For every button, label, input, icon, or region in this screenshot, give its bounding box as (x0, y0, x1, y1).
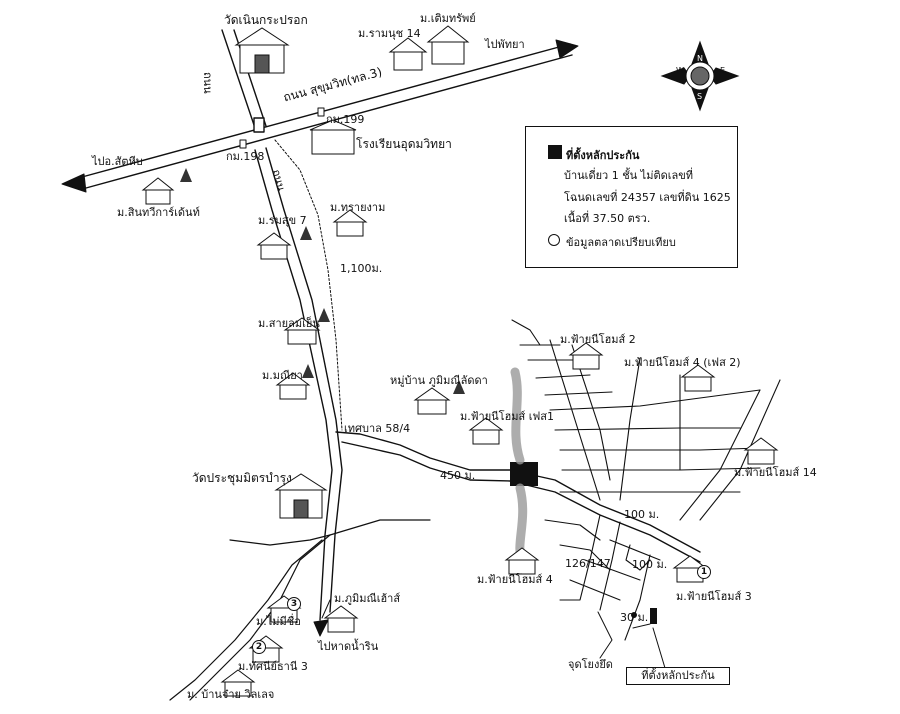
house-icon-maneeya (275, 372, 311, 400)
label-tessaban: เทศบาล 58/4 (344, 422, 411, 435)
house-icon-fai-4 (504, 547, 540, 575)
temple-icon-prachum (274, 473, 328, 519)
label-fai-2: ม.ฟ้ายนีโฮมส์ 2 (560, 333, 636, 346)
label-dist-100a: 100 ม. (624, 508, 660, 521)
label-km199: กม.199 (326, 113, 365, 126)
property-marker (650, 608, 657, 624)
house-icon-fai-14 (743, 437, 779, 465)
legend-line2: โฉนดเลขที่ 24357 เลขที่ดิน 1625 (564, 191, 731, 204)
label-rom-suk: ม.ร่มสุข 7 (258, 214, 307, 227)
house-icon-phum-house (323, 605, 359, 633)
arrow-beach (313, 619, 329, 637)
compass-n: N (697, 54, 703, 63)
label-phum-village: หมู่บ้าน ภูมิมณีลัดดา (390, 374, 488, 387)
label-road-left: ถนน (201, 72, 214, 94)
arrow-sattahip (61, 173, 87, 193)
label-dist-450: 450 ม. (440, 469, 476, 482)
legend: ที่ตั้งหลักประกัน บ้านเดี่ยว 1 ชั้น ไม่ต… (525, 126, 738, 268)
school-icon (309, 119, 357, 155)
compass-s: S (697, 92, 703, 101)
house-icon-fai-2 (568, 342, 604, 370)
label-chud-yong: จุดโยงยึด (568, 658, 613, 671)
house-icon-sai-ngam (332, 209, 368, 237)
legend-line1: บ้านเดี่ยว 1 ชั้น ไม่ติดเลขที่ (564, 169, 694, 182)
label-km198: กม.198 (226, 150, 265, 163)
label-ramnut: ม.รามนุช 14 (358, 27, 421, 40)
house-icon-fai-phase (468, 417, 504, 445)
tessaban-road (335, 431, 701, 563)
label-sai-lom: ม.สายลมเย็น (258, 317, 320, 330)
legend-swatch (548, 145, 562, 159)
label-to-sattahip: ไปอ.สัตหีบ (92, 155, 143, 168)
label-fai-14: ม.ฟ้ายนีโฮมส์ 14 (734, 466, 817, 479)
label-code-126: 126/147 (565, 557, 611, 570)
label-wat-noen: วัดเนินกระปรอก (224, 13, 308, 27)
house-icon-fai-4-2 (680, 364, 716, 392)
legend-line3: เนื้อที่ 37.50 ตรว. (564, 212, 651, 225)
label-wat-prachum: วัดประชุมมิตรบำรุง (192, 471, 292, 485)
marker-2: 2 (252, 640, 266, 654)
southwest-roads (169, 519, 431, 701)
main-vertical-road (221, 29, 343, 621)
label-maneeya: ม.มณียา (262, 369, 303, 382)
marker-1: 1 (697, 565, 711, 579)
label-dist-1100: 1,100ม. (340, 262, 383, 275)
compass-w: W (676, 66, 684, 75)
label-fai-phase: ม.ฟ้ายนีโฮมส์ เฟส1 (460, 410, 555, 423)
house-icon-sai-lom (283, 317, 321, 345)
label-fai-3: ม.ฟ้ายนีโฮมส์ 3 (676, 590, 752, 603)
legend-title: ที่ตั้งหลักประกัน (566, 149, 640, 162)
traffic-light (253, 117, 265, 133)
label-dist-100b: 100 ม. (632, 558, 668, 571)
label-sinthawee: ม.สินทวีการ์เด้นท์ (117, 206, 200, 219)
label-dist-30: 30 ม. (620, 611, 649, 624)
label-phum-house: ม.ภูมิมณีเฮ้าส์ (334, 592, 401, 605)
label-school: โรงเรียนอุดมวิทยา (356, 137, 452, 151)
compass-icon (660, 40, 740, 112)
bridge (510, 462, 538, 486)
compass-e: E (720, 66, 726, 75)
label-mai-mee: ม.ไม่มีชื่อ (256, 615, 301, 628)
label-fai-4-2: ม.ฟ้ายนีโฮมส์ 4 (เฟส 2) (624, 356, 741, 369)
legend-circle-label: ข้อมูลตลาดเปรียบเทียบ (566, 236, 676, 249)
label-sai-ngam: ม.ทรายงาม (330, 201, 386, 214)
tree-icons (180, 168, 465, 394)
label-ban-chai: ม. บ้านจ๋าย วิลเลจ (187, 688, 275, 701)
label-to-beach: ไปหาดน้ำริน (318, 640, 379, 653)
temple-icon-noen (234, 27, 290, 74)
house-icon-rom-suk (256, 232, 292, 260)
arrow-pattaya (555, 39, 579, 59)
house-icon-ramnut (388, 37, 428, 71)
house-icon-phum-village (413, 387, 451, 415)
dotted-route (274, 139, 343, 431)
label-to-pattaya: ไปพัทยา (485, 38, 525, 51)
legend-circle (548, 234, 560, 246)
marker-3: 3 (287, 597, 301, 611)
house-icon-sinthawee (141, 177, 175, 205)
label-fai-4: ม.ฟ้ายนีโฮมส์ 4 (477, 573, 553, 586)
house-icon-toem (426, 25, 470, 65)
house-icons (141, 25, 779, 697)
house-icon-mai-mee (266, 595, 302, 623)
road-grid (511, 319, 781, 641)
label-toem-sap: ม.เติมทรัพย์ (420, 12, 476, 25)
label-thanee: ม.ทัศนีย์ธานี 3 (238, 660, 308, 673)
house-icon-ban-chai (220, 669, 256, 697)
location-box: ที่ตั้งหลักประกัน (626, 667, 730, 685)
